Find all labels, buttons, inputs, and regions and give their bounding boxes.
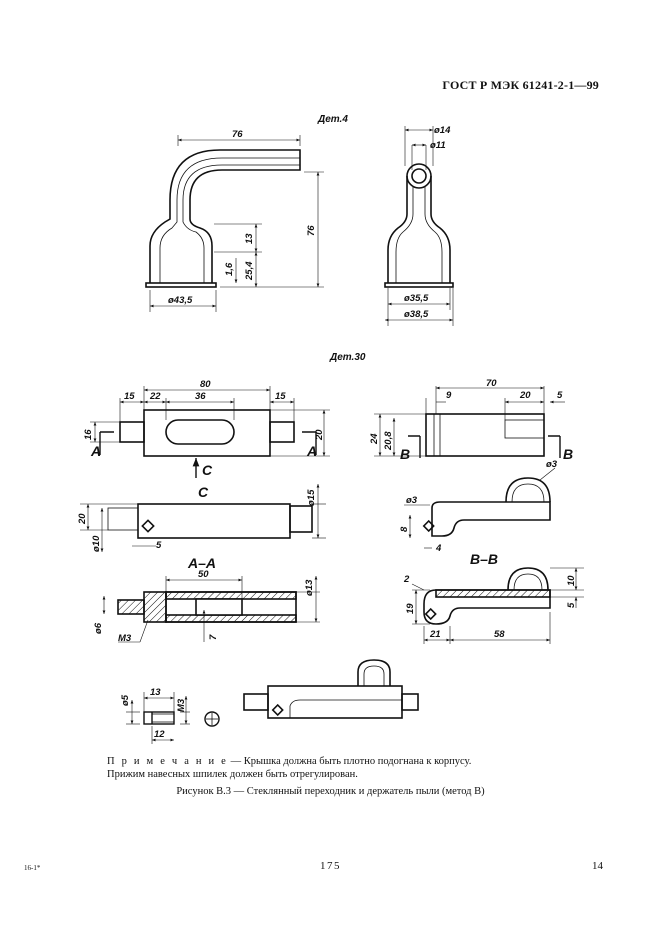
dim-d14: ø14 — [434, 125, 451, 136]
dim-20-side: 20 — [519, 390, 531, 401]
part4-front-view — [145, 149, 301, 288]
part30-top-view — [119, 409, 295, 457]
dim-22: 22 — [149, 391, 161, 402]
part30-side-view — [425, 413, 545, 457]
dim-screw-m3: M3 — [176, 698, 187, 712]
dim-8: 8 — [399, 526, 410, 532]
dim-d15: ø15 — [306, 489, 317, 506]
view-mark-c: C — [202, 462, 213, 478]
part30-section-aa — [117, 591, 297, 623]
dim-20-right: 20 — [314, 429, 325, 441]
dim-5-c: 5 — [156, 540, 162, 551]
part30-view-c — [107, 503, 313, 539]
section-aa-title: A–A — [187, 555, 216, 571]
dim-21: 21 — [429, 629, 441, 640]
dim-d10: ø10 — [91, 535, 102, 552]
document-code: ГОСТ Р МЭК 61241-2-1—99 — [442, 78, 599, 92]
dim-m3: M3 — [118, 633, 132, 644]
section-mark-b-right: B — [563, 446, 573, 462]
dim-10-bb: 10 — [566, 575, 577, 586]
dim-2: 2 — [403, 574, 410, 585]
dim-70: 70 — [486, 378, 497, 389]
dim-d35-5: ø35,5 — [404, 293, 429, 304]
dim-1-6: 1,6 — [224, 262, 235, 276]
dim-76-width: 76 — [232, 129, 243, 140]
dim-13: 13 — [244, 233, 255, 244]
footer-signature-mark: 16-1* — [24, 864, 41, 872]
dim-5-bb: 5 — [566, 602, 577, 608]
footer-number: 14 — [592, 860, 603, 872]
view-c-title: C — [198, 484, 209, 500]
dim-d3-left: ø3 — [406, 495, 418, 506]
dim-d6: ø6 — [93, 622, 104, 634]
dim-25-4: 25,4 — [244, 261, 255, 281]
dim-5: 5 — [557, 390, 563, 401]
dim-50: 50 — [198, 569, 209, 580]
dim-screw-12: 12 — [154, 729, 165, 740]
part30-label: Дет.30 — [329, 352, 366, 363]
note-line-2: Прижим навесных шпилек должен быть отрег… — [107, 769, 358, 780]
dim-7: 7 — [208, 634, 219, 640]
dim-d13: ø13 — [304, 579, 315, 596]
section-mark-b-left: B — [400, 446, 410, 462]
dim-screw-d5: ø5 — [120, 694, 131, 706]
dim-20-8: 20,8 — [383, 431, 394, 451]
dim-15-left: 15 — [124, 391, 135, 402]
note-text-1: — Крышка должна быть плотно подогнана к … — [228, 756, 472, 767]
dim-d3-top: ø3 — [546, 459, 558, 470]
dim-15-right: 15 — [275, 391, 286, 402]
dim-d11: ø11 — [430, 140, 446, 151]
part30-screw — [143, 711, 220, 727]
part4-label: Дет.4 — [317, 114, 348, 125]
note-line-1: П р и м е ч а н и е — Крышка должна быть… — [107, 756, 471, 767]
note-heading: П р и м е ч а н и е — [107, 756, 229, 767]
part30-section-bb — [423, 567, 551, 625]
part30-lever-view — [422, 477, 551, 537]
dim-80: 80 — [200, 379, 211, 390]
section-mark-a-right: A — [306, 443, 317, 459]
dim-36: 36 — [195, 391, 206, 402]
dim-58: 58 — [494, 629, 505, 640]
part4-side-view — [384, 163, 454, 288]
dim-d38-5: ø38,5 — [404, 309, 429, 320]
dim-d43-5: ø43,5 — [168, 295, 193, 306]
part30-assembly-view — [243, 659, 419, 719]
dim-4: 4 — [435, 543, 442, 554]
page-number: 175 — [320, 860, 341, 872]
section-bb-title: B–B — [470, 551, 498, 567]
dim-19: 19 — [405, 603, 416, 614]
section-mark-a-left: A — [90, 443, 101, 459]
figure-caption: Рисунок В.3 — Стеклянный переходник и де… — [176, 786, 485, 797]
dim-20-c: 20 — [77, 513, 88, 525]
dim-24: 24 — [369, 433, 380, 445]
dim-16: 16 — [83, 429, 94, 440]
dim-76-height: 76 — [306, 225, 317, 236]
dim-9: 9 — [446, 390, 452, 401]
dim-screw-13: 13 — [150, 687, 161, 698]
